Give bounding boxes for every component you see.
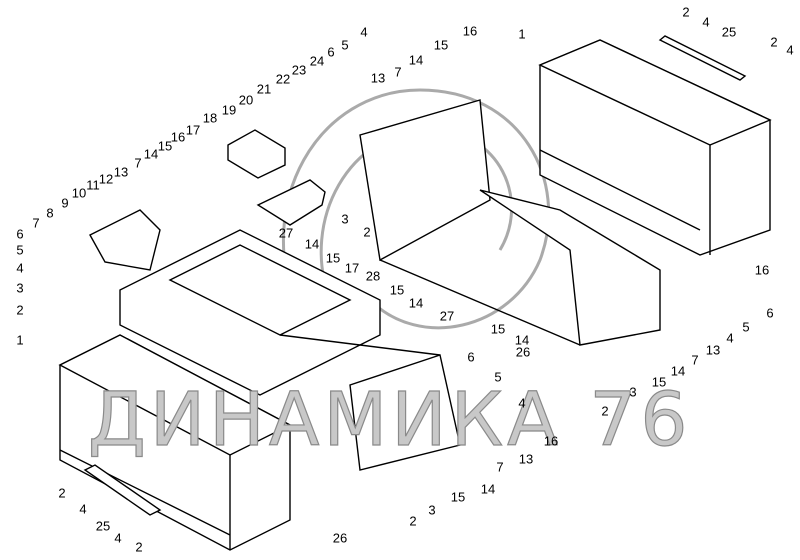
callout-label: 1 <box>518 26 526 42</box>
callout-label: 13 <box>705 342 721 358</box>
callout-label: 15 <box>490 321 506 337</box>
callout-label: 2 <box>135 539 143 555</box>
callout-label: 23 <box>291 62 307 78</box>
callout-label: 7 <box>496 459 504 475</box>
callout-label: 2 <box>409 513 417 529</box>
callout-label: 13 <box>518 451 534 467</box>
callout-label: 27 <box>439 308 455 324</box>
callout-label: 14 <box>143 146 159 162</box>
callout-label: 15 <box>157 138 173 154</box>
callout-label: 7 <box>134 155 142 171</box>
callout-label: 2 <box>58 485 66 501</box>
callout-label: 19 <box>221 102 237 118</box>
callout-label: 9 <box>61 195 69 211</box>
callout-label: 14 <box>304 236 320 252</box>
battery-bottom-left <box>58 334 292 551</box>
callout-label: 6 <box>467 349 475 365</box>
callout-label: 24 <box>309 53 325 69</box>
callout-label: 4 <box>726 330 734 346</box>
callout-label: 4 <box>79 501 87 517</box>
terminal-cover <box>89 209 161 271</box>
callout-label: 25 <box>721 24 737 40</box>
callout-label: 14 <box>514 332 530 348</box>
callout-label: 10 <box>71 185 87 201</box>
callout-label: 2 <box>16 302 24 318</box>
callout-label: 3 <box>428 502 436 518</box>
callout-label: 18 <box>202 110 218 126</box>
callout-label: 14 <box>408 295 424 311</box>
callout-label: 16 <box>754 262 770 278</box>
callout-label: 13 <box>370 70 386 86</box>
callout-label: 15 <box>651 374 667 390</box>
callout-label: 6 <box>766 305 774 321</box>
callout-label: 2 <box>682 4 690 20</box>
callout-label: 15 <box>389 282 405 298</box>
callout-label: 15 <box>450 489 466 505</box>
callout-label: 1 <box>16 332 24 348</box>
battery-frame <box>119 99 661 471</box>
callout-label: 11 <box>86 177 100 193</box>
callout-label: 16 <box>462 23 478 39</box>
callout-label: 5 <box>494 369 502 385</box>
callout-label: 25 <box>95 518 111 534</box>
callout-label: 2 <box>770 34 778 50</box>
clamp-bottom-left <box>83 464 162 516</box>
callout-label: 15 <box>325 250 341 266</box>
callout-label: 4 <box>114 530 122 546</box>
callout-label: 3 <box>629 384 637 400</box>
callout-label: 5 <box>742 319 750 335</box>
watermark: ДИНАМИКА 76 <box>87 377 692 463</box>
callout-label: 15 <box>433 37 449 53</box>
callout-label: 4 <box>518 395 526 411</box>
callout-label: 16 <box>170 129 186 145</box>
callout-label: 14 <box>670 363 686 379</box>
callout-label: 28 <box>365 268 381 284</box>
callout-label: 20 <box>238 92 254 108</box>
callout-label: 4 <box>16 260 24 276</box>
callout-label: 16 <box>543 433 559 449</box>
callout-label: 7 <box>691 352 699 368</box>
callout-label: 26 <box>515 344 531 360</box>
callout-label: 7 <box>394 64 402 80</box>
callout-label: 17 <box>344 260 360 276</box>
callout-label: 2 <box>601 403 609 419</box>
callout-label: 5 <box>16 242 24 258</box>
clamp-top-right <box>658 35 747 81</box>
callout-label: 17 <box>185 122 201 138</box>
callout-label: 2 <box>363 224 371 240</box>
callout-label: 3 <box>16 280 24 296</box>
callout-label: 7 <box>32 215 40 231</box>
callout-label: 8 <box>46 205 54 221</box>
callout-label: 6 <box>16 226 24 242</box>
callout-label: 4 <box>360 24 368 40</box>
callout-label: 3 <box>341 211 349 227</box>
bracket <box>256 179 326 226</box>
callout-label: 26 <box>332 530 348 546</box>
callout-label: 27 <box>278 225 294 241</box>
callout-label: 12 <box>98 171 114 187</box>
callout-label: 22 <box>275 71 291 87</box>
callout-label: 6 <box>327 44 335 60</box>
battery-top-right <box>538 39 772 256</box>
callout-label: 4 <box>702 14 710 30</box>
callout-label: 14 <box>480 481 496 497</box>
callout-label: 5 <box>341 37 349 53</box>
callout-label: 21 <box>256 81 272 97</box>
callout-label: 4 <box>786 42 794 58</box>
relay-box <box>227 129 286 179</box>
callout-label: 14 <box>408 52 424 68</box>
callout-label: 13 <box>113 164 129 180</box>
